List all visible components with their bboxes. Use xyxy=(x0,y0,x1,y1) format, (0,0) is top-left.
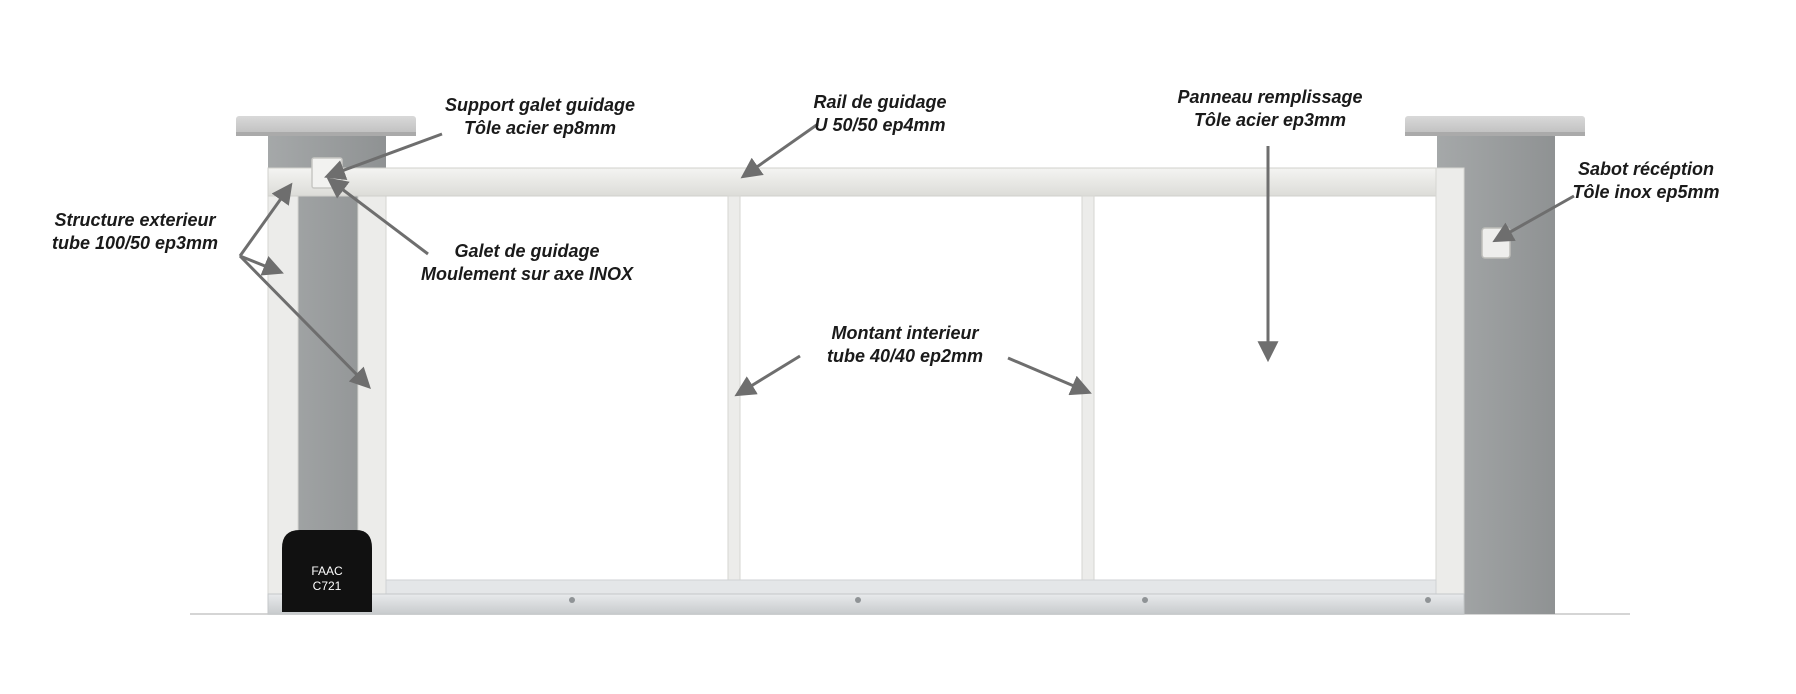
arrow-sabot xyxy=(1492,194,1575,243)
arrow-structure-3 xyxy=(238,254,371,389)
interior-post-1 xyxy=(727,195,741,581)
top-rail xyxy=(267,167,1465,197)
bottom-rail xyxy=(385,579,1437,595)
arrow-structure-1 xyxy=(238,182,293,257)
label-galet: Galet de guidage Moulement sur axe INOX xyxy=(420,241,634,284)
receiving-shoe xyxy=(1481,227,1511,259)
rack xyxy=(267,593,1465,615)
label-structure: Structure exterieur tube 100/50 ep3mm xyxy=(51,210,219,253)
arrow-montant-1 xyxy=(734,354,801,397)
arrow-montant-2 xyxy=(1007,356,1092,396)
arrow-support-galet xyxy=(324,132,443,181)
motor-line2: C721 xyxy=(312,579,342,593)
interior-post-2 xyxy=(1081,195,1095,581)
label-support-galet: Support galet guidage Tôle acier ep8mm xyxy=(444,95,635,138)
motor-label: FAAC C721 xyxy=(282,564,372,594)
label-sabot: Sabot récéption Tôle inox ep5mm xyxy=(1572,159,1720,202)
arrow-rail xyxy=(740,122,819,179)
faac-motor xyxy=(282,530,372,612)
label-rail: Rail de guidage U 50/50 ep4mm xyxy=(813,92,947,135)
motor-line1: FAAC xyxy=(311,564,343,578)
gate-frame xyxy=(267,167,1465,615)
label-panneau: Panneau remplissage Tôle acier ep3mm xyxy=(1177,87,1363,130)
arrow-structure-2 xyxy=(239,254,284,276)
arrow-galet xyxy=(326,177,429,256)
label-montant: Montant interieur tube 40/40 ep2mm xyxy=(826,323,984,366)
